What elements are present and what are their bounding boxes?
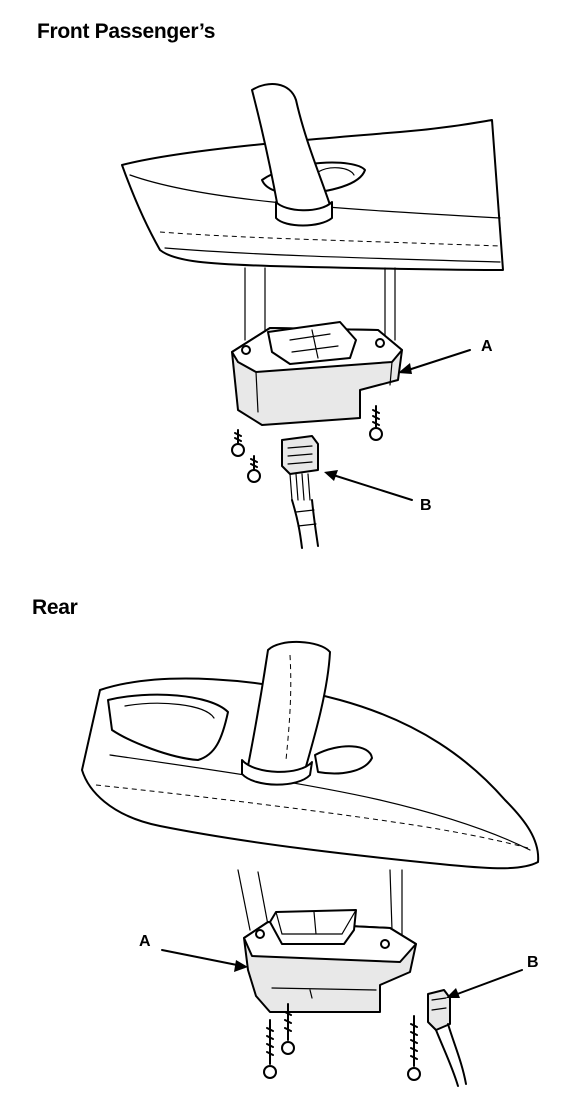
rear-screws bbox=[263, 1003, 421, 1081]
front-screws bbox=[231, 405, 383, 483]
rear-guide-lines bbox=[237, 869, 403, 936]
front-window-switch bbox=[231, 321, 403, 426]
rear-window-switch bbox=[243, 909, 417, 1013]
front-door-pull-handle bbox=[251, 83, 333, 227]
rear-callout-b: B bbox=[527, 954, 539, 971]
front-guide-lines bbox=[244, 267, 396, 341]
front-callout-a: A bbox=[481, 338, 493, 355]
rear-heading: Rear bbox=[32, 596, 78, 619]
front-callout-arrows bbox=[324, 349, 471, 501]
rear-callout-arrows bbox=[161, 949, 523, 998]
rear-callout-a: A bbox=[139, 933, 151, 950]
front-wire-connector bbox=[281, 435, 319, 549]
front-passenger-heading: Front Passenger’s bbox=[37, 20, 216, 43]
rear-door-pull-handle bbox=[241, 640, 331, 786]
front-callout-b: B bbox=[420, 497, 432, 514]
rear-wire-connector bbox=[427, 989, 467, 1087]
